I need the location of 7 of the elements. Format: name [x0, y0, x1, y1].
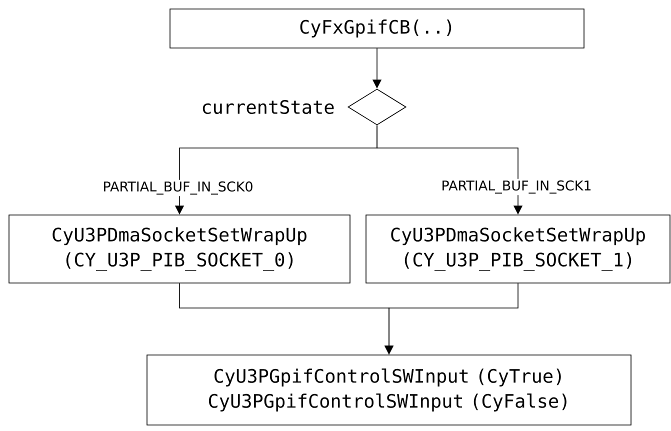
process-box: CyU3PGpifControlSWInput (CyTrue) CyU3PGpifControlSWInput (CyFalse) [146, 354, 632, 426]
process-box: CyU3PDmaSocketSetWrapUp (CY_U3P_PIB_SOCKET_1) [366, 214, 670, 284]
process-box: CyFxGpifCB(..) [170, 8, 584, 48]
node-label: currentState [202, 100, 334, 114]
edge-label: PARTIAL_BUF_IN_SCK0 [101, 180, 255, 196]
process-box: CyU3PDmaSocketSetWrapUp (CY_U3P_PIB_SOCKET_0) [8, 214, 350, 284]
edge-label: PARTIAL_BUF_IN_SCK1 [440, 178, 594, 196]
